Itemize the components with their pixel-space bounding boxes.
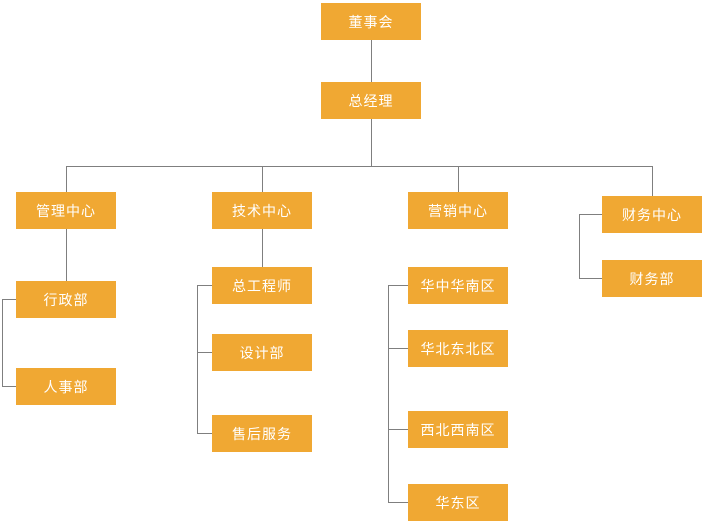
connector-drop-management-center bbox=[66, 166, 67, 192]
connector-stub-hr-dept bbox=[2, 386, 16, 387]
connector-stub-after-sales bbox=[197, 433, 212, 434]
org-node-marketing-center[interactable]: 营销中心 bbox=[408, 192, 508, 229]
org-node-finance-center[interactable]: 财务中心 bbox=[602, 196, 702, 233]
connector-rail-management-branch bbox=[2, 299, 3, 387]
org-node-admin-dept[interactable]: 行政部 bbox=[16, 281, 116, 318]
org-node-northwest-southwest-region[interactable]: 西北西南区 bbox=[408, 411, 508, 448]
connector-stub-chief-engineer bbox=[197, 285, 212, 286]
org-node-chief-engineer[interactable]: 总工程师 bbox=[212, 267, 312, 304]
connector-stub-northwest-southwest bbox=[388, 429, 408, 430]
org-node-after-sales-service[interactable]: 售后服务 bbox=[212, 415, 312, 452]
org-node-board[interactable]: 董事会 bbox=[321, 3, 421, 40]
org-node-finance-dept[interactable]: 财务部 bbox=[602, 260, 702, 297]
connector-management-to-admin bbox=[66, 229, 67, 281]
org-node-technology-center[interactable]: 技术中心 bbox=[212, 192, 312, 229]
connector-stub-finance-center bbox=[579, 214, 602, 215]
connector-drop-technology-center bbox=[262, 166, 263, 192]
connector-stub-east-china bbox=[388, 502, 408, 503]
connector-rail-finance-branch bbox=[579, 214, 580, 279]
connector-gm-to-main-rail bbox=[371, 119, 372, 166]
org-node-general-manager[interactable]: 总经理 bbox=[321, 82, 421, 119]
org-node-management-center[interactable]: 管理中心 bbox=[16, 192, 116, 229]
connector-stub-finance-dept bbox=[579, 278, 602, 279]
connector-drop-finance-center bbox=[652, 166, 653, 196]
org-node-central-south-region[interactable]: 华中华南区 bbox=[408, 267, 508, 304]
connector-rail-technology-branch bbox=[197, 285, 198, 434]
connector-technology-to-chief-engineer bbox=[262, 229, 263, 267]
org-node-hr-dept[interactable]: 人事部 bbox=[16, 368, 116, 405]
connector-stub-admin-dept bbox=[2, 299, 16, 300]
connector-rail-marketing-branch bbox=[388, 285, 389, 503]
connector-stub-central-south bbox=[388, 285, 408, 286]
connector-stub-north-northeast bbox=[388, 348, 408, 349]
org-node-design-dept[interactable]: 设计部 bbox=[212, 334, 312, 371]
org-node-east-china-region[interactable]: 华东区 bbox=[408, 484, 508, 521]
connector-stub-design-dept bbox=[197, 352, 212, 353]
connector-drop-marketing-center bbox=[458, 166, 459, 192]
connector-main-rail bbox=[66, 166, 653, 167]
connector-board-to-gm bbox=[371, 40, 372, 82]
org-node-north-northeast-region[interactable]: 华北东北区 bbox=[408, 330, 508, 367]
